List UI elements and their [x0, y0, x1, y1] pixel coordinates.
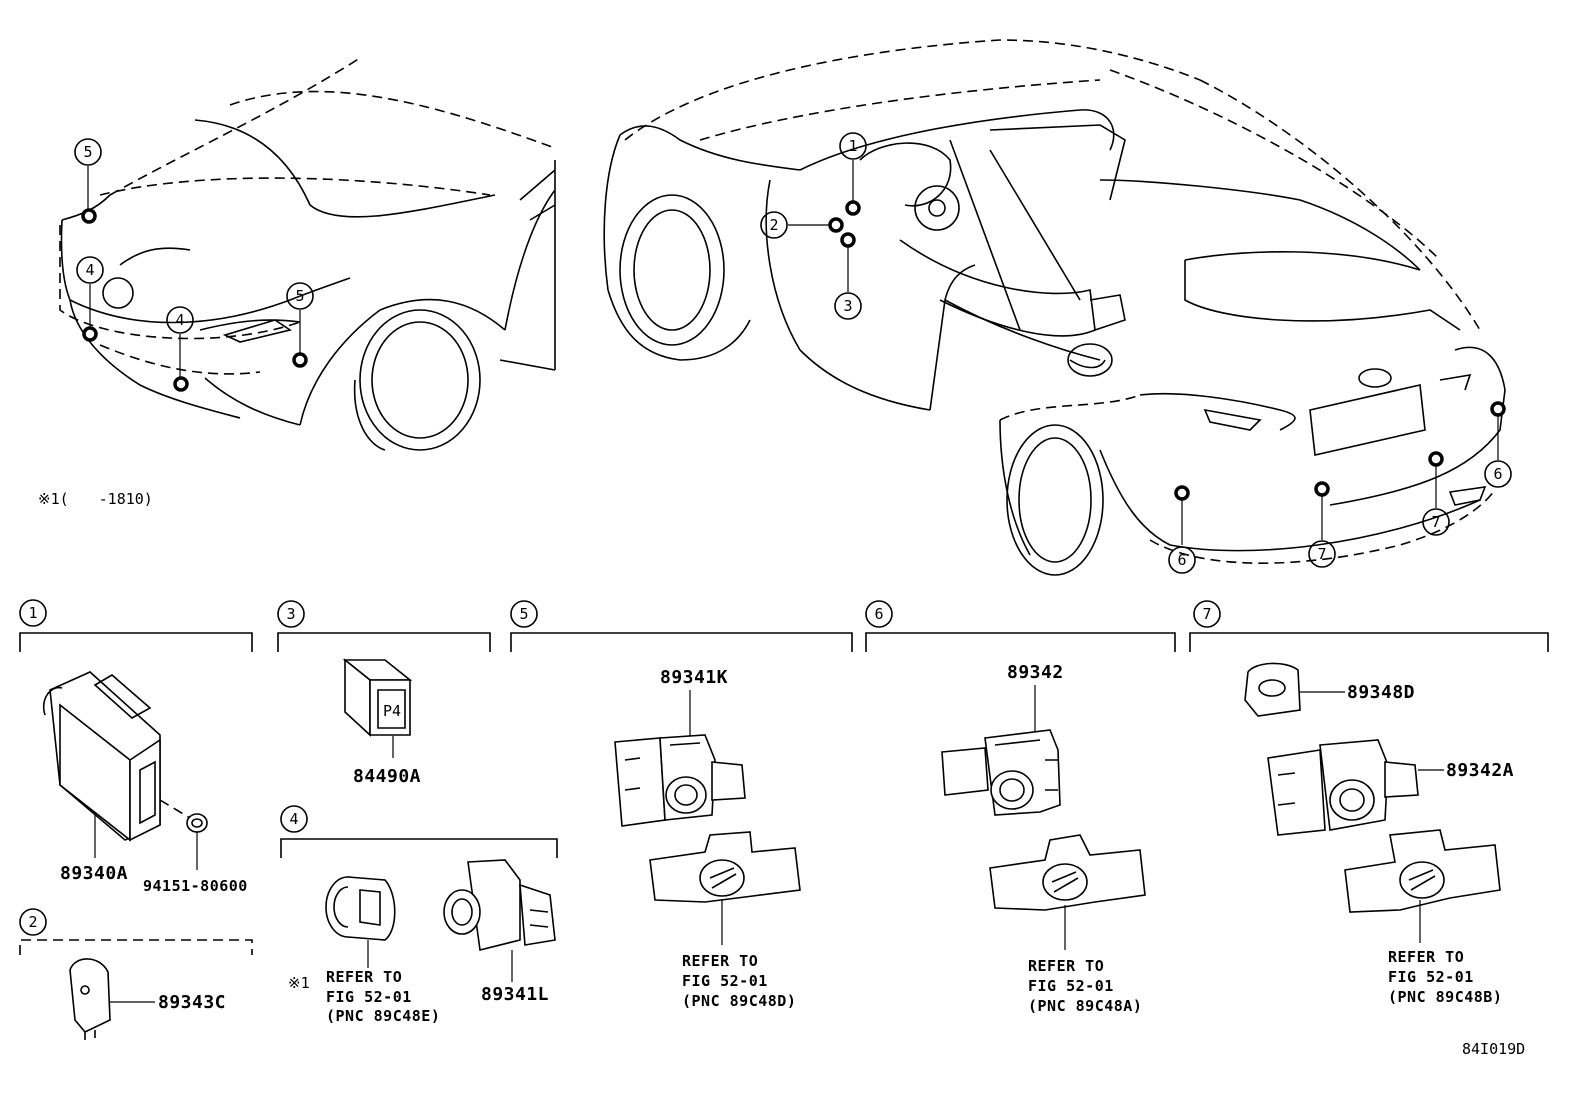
part-94151-80600-label: 94151-80600 [143, 877, 248, 895]
part-89343C-label: 89343C [158, 992, 226, 1013]
callout-1-rear: 1 [848, 137, 857, 155]
group-4: 4 89341L ※1 REFER TO FIG 52-01 (PNC 89C4… [280, 805, 558, 1025]
group-7-refer-line-3: (PNC 89C48B) [1388, 988, 1502, 1006]
part-89341L-label: 89341L [481, 984, 549, 1005]
callout-7-rear-right: 7 [1431, 513, 1440, 531]
group-6-refer-line-3: (PNC 89C48A) [1028, 997, 1142, 1015]
group-7-refer-line-2: FIG 52-01 [1388, 968, 1474, 986]
group-3-marker: 3 [286, 605, 295, 623]
group-5-refer-line-3: (PNC 89C48D) [682, 992, 796, 1010]
switch-glyph: P4 [383, 702, 401, 720]
callout-5-front-left: 5 [83, 143, 92, 161]
group-7: 7 89348D 89342A REFER TO FIG 52-01 (PNC … [1189, 600, 1549, 1006]
part-89340A-label: 89340A [60, 863, 128, 884]
diagram-id: 84I019D [1462, 1040, 1525, 1058]
group-4-refer-line-1: REFER TO [326, 968, 402, 986]
group-6-refer-line-2: FIG 52-01 [1028, 977, 1114, 995]
part-89342-label: 89342 [1007, 662, 1064, 683]
group-4-refer-line-3: (PNC 89C48E) [326, 1007, 440, 1025]
group-4-refer-line-2: FIG 52-01 [326, 988, 412, 1006]
group-7-refer-line-1: REFER TO [1388, 948, 1464, 966]
part-89342A-label: 89342A [1446, 760, 1514, 781]
rear-callouts: 1 2 3 6 7 7 6 [760, 132, 1512, 574]
front-callouts: 5 4 4 5 [74, 138, 314, 392]
callout-4-front-center: 4 [175, 311, 184, 329]
part-89341K-label: 89341K [660, 667, 728, 688]
group-6-refer-line-1: REFER TO [1028, 957, 1104, 975]
group-3: 3 P4 84490A [277, 600, 491, 787]
group-4-marker: 4 [289, 810, 298, 828]
group-5-refer-line-2: FIG 52-01 [682, 972, 768, 990]
group-2-marker: 2 [28, 913, 37, 931]
group-5-marker: 5 [519, 605, 528, 623]
group-4-note-marker: ※1 [288, 974, 310, 992]
group-1-marker: 1 [28, 604, 37, 622]
callout-5-front-right: 5 [295, 287, 304, 305]
rear-car-illustration [603, 39, 1506, 576]
callout-3-rear: 3 [843, 297, 852, 315]
group-6-marker: 6 [874, 605, 883, 623]
part-84490A-label: 84490A [353, 766, 421, 787]
group-5-refer-line-1: REFER TO [682, 952, 758, 970]
front-car-illustration [59, 57, 556, 451]
part-89348D-label: 89348D [1347, 682, 1415, 703]
group-6: 6 89342 REFER TO FIG 52-01 (PNC 89C48A) [865, 600, 1176, 1015]
callout-6-rear-right: 6 [1493, 465, 1502, 483]
group-7-marker: 7 [1202, 605, 1211, 623]
callout-6-rear-left: 6 [1177, 551, 1186, 569]
group-1: 1 89340A 94151-80600 [19, 599, 253, 895]
callout-7-rear-center: 7 [1317, 545, 1326, 563]
group-5: 5 89341K REFER TO FIG 52-01 (PNC 89C48D) [510, 600, 853, 1010]
group-2: 2 89343C [19, 908, 253, 1040]
callout-2-rear: 2 [769, 216, 778, 234]
callout-4-front-left: 4 [85, 261, 94, 279]
production-note: ※1( -1810) [38, 490, 153, 508]
